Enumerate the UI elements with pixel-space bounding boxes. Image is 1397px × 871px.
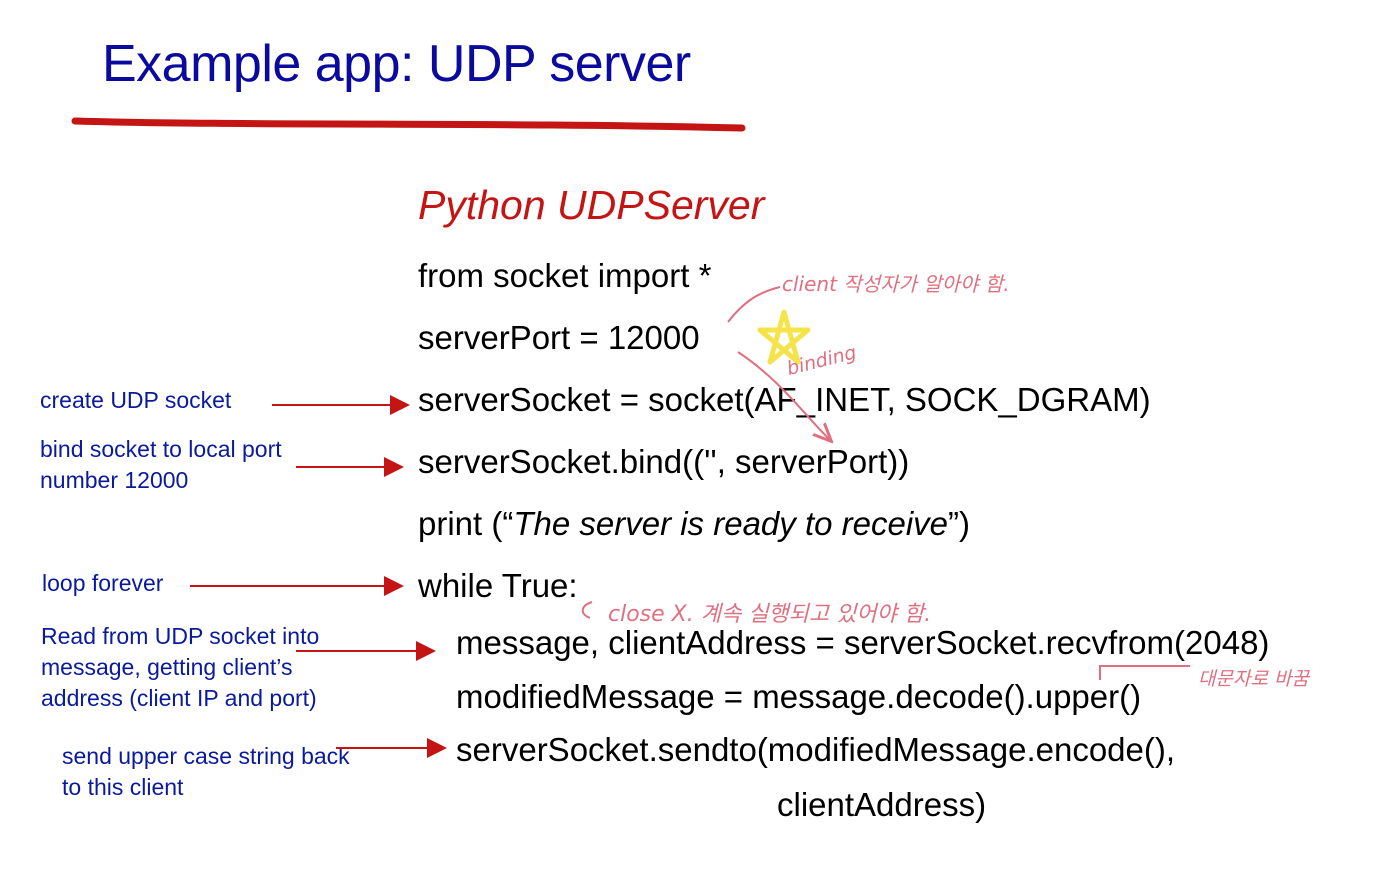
code-line-recvfrom: message, clientAddress = serverSocket.re… [456, 624, 1270, 661]
code-line-create-socket: serverSocket = socket(AF_INET, SOCK_DGRA… [418, 381, 1151, 418]
print-message: The server is ready to receive [513, 505, 949, 542]
handwriting-pointer-port [727, 286, 781, 323]
code-line-server-port: serverPort = 12000 [418, 319, 700, 356]
annotation-read: Read from UDP socket into message, getti… [41, 623, 320, 711]
print-prefix: print (“ [418, 505, 514, 542]
code-line-print: print (“The server is ready to receive”) [418, 505, 970, 543]
handwriting-bracket-close [581, 601, 593, 619]
handwritten-note-close: close X. 계속 실행되고 있어야 함. [608, 602, 932, 627]
print-suffix: ”) [948, 505, 970, 542]
code-line-sendto: serverSocket.sendto(modifiedMessage.enco… [456, 731, 1176, 768]
handwritten-note-uppercase: 대문자로 바꿈 [1198, 668, 1309, 690]
code-line-sendto-cont: clientAddress) [777, 786, 987, 823]
annotation-send: send upper case string back to this clie… [62, 743, 350, 800]
code-line-bind: serverSocket.bind(('', serverPort)) [418, 443, 910, 480]
slide-title: Example app: UDP server [102, 35, 691, 93]
handwriting-arrow-binding [737, 351, 830, 440]
code-subtitle: Python UDPServer [418, 182, 765, 228]
code-line-modify: modifiedMessage = message.decode().upper… [456, 678, 1142, 715]
annotation-bind-socket: bind socket to local port number 12000 [40, 436, 282, 493]
annotation-loop: loop forever [42, 570, 164, 596]
handwriting-bracket-upper [1099, 665, 1190, 680]
star-icon [757, 309, 811, 365]
annotation-create-socket: create UDP socket [40, 387, 232, 413]
handwritten-note-client: client 작성자가 알아야 함. [782, 272, 1010, 296]
code-line-while: while True: [418, 567, 578, 604]
code-line-import: from socket import * [418, 257, 712, 294]
